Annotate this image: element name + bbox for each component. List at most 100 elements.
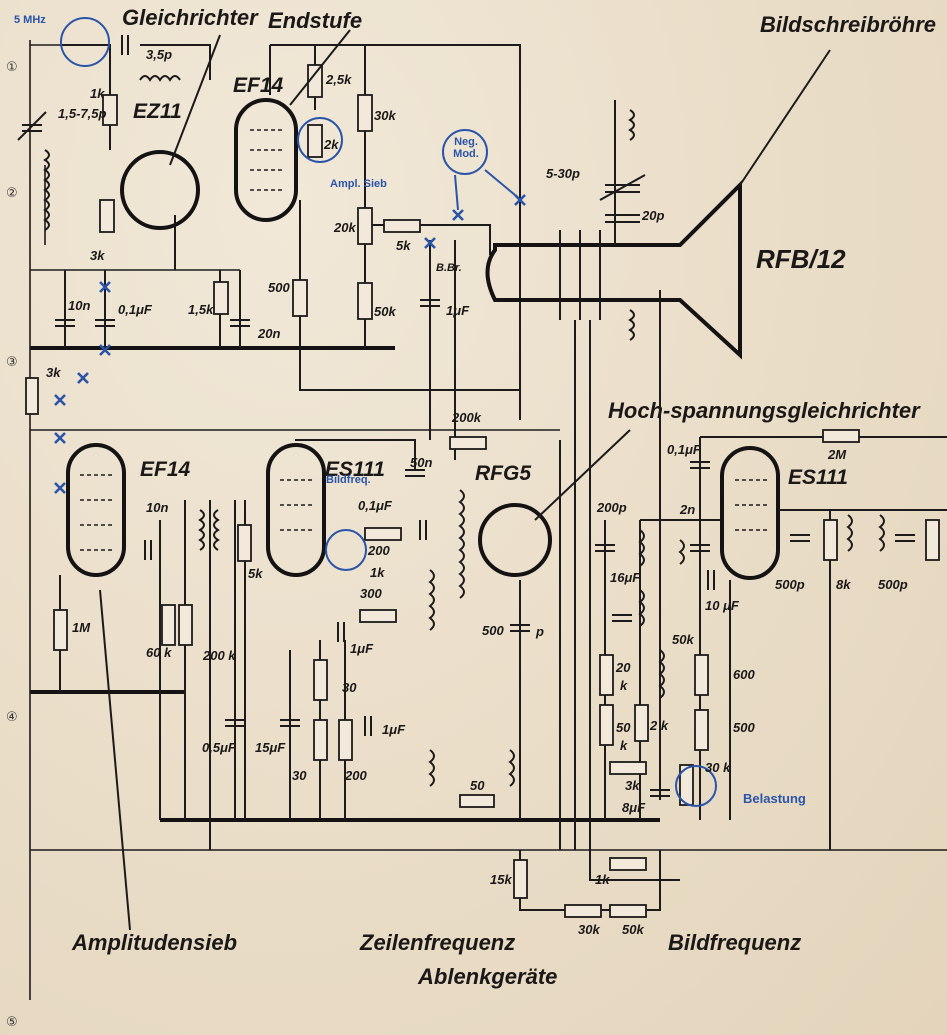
terminal-4: ④ <box>6 710 18 725</box>
resistor-30-a <box>313 659 328 701</box>
value-r-30-a: 30 <box>342 680 357 695</box>
title-amplitudensieb: Amplitudensieb <box>72 930 238 955</box>
value-r-20k: 20k <box>334 220 356 235</box>
value-r-8k: 8k <box>836 577 851 592</box>
value-c-5-30p: 5-30p <box>546 166 580 181</box>
value-r-50k-c: 50 <box>616 720 631 735</box>
value-r-2m: 2M <box>828 447 847 462</box>
capacitor-0-5uf <box>225 719 245 727</box>
resistor-right-edge <box>925 519 940 561</box>
tube-es111-right-grids <box>735 479 768 531</box>
value-r-20k-b-unit: k <box>620 678 628 693</box>
value-r-3k-c: 3k <box>625 778 640 793</box>
tube-ef14-bottom-label: EF14 <box>140 458 191 481</box>
value-r-3k-b: 3k <box>46 365 61 380</box>
value-c-16uf: 16μF <box>610 570 641 585</box>
title-rfb12: RFB/12 <box>756 244 846 274</box>
value-r-50k-d: 50k <box>672 632 694 647</box>
resistor-20k <box>357 207 373 245</box>
coil-out-a <box>846 514 853 552</box>
value-r-2k: 2k <box>324 137 339 152</box>
marker-arrow <box>484 169 516 196</box>
coil-deflect-b <box>508 749 515 787</box>
resistor-30k-c <box>679 764 694 806</box>
annotation-5mhz: 5 MHz <box>14 14 46 26</box>
value-r-5k-a: 5k <box>396 238 411 253</box>
resistor-3k <box>99 199 115 233</box>
wire <box>589 320 680 881</box>
value-r-200k-a: 200k <box>452 410 481 425</box>
capacitor-50n <box>405 469 425 477</box>
title-ablenkgeraete: Ablenkgeräte <box>418 964 558 989</box>
resistor-200k-b <box>178 604 193 646</box>
value-r-30-b: 30 <box>292 768 307 783</box>
coil-line-transformer <box>458 489 465 599</box>
value-r-3k-a: 3k <box>90 248 105 263</box>
value-c-20n: 20n <box>258 326 281 341</box>
capacitor-8uf <box>650 789 670 797</box>
value-c-1uf-b: 1μF <box>350 641 374 656</box>
wire <box>295 439 416 470</box>
value-c-500p-b: 500p <box>775 577 805 592</box>
annotation-bildfreq: Bildfreq. <box>326 474 371 486</box>
resistor-2k-b <box>634 704 649 742</box>
resistor-2m <box>822 429 860 443</box>
leader-hochspannung <box>534 429 631 521</box>
value-c-8uf: 8μF <box>622 800 646 815</box>
resistor-30-b <box>313 719 328 761</box>
value-r-500-a: 500 <box>268 280 290 295</box>
tube-rfg5-label: RFG5 <box>475 462 532 485</box>
resistor-2k <box>307 124 323 158</box>
value-r-30k-c: 30 k <box>705 760 731 775</box>
resistor-600 <box>694 654 709 696</box>
capacitor-1uf-a <box>420 299 440 307</box>
value-r-50k-b: 50k <box>622 922 644 937</box>
wire <box>299 200 520 391</box>
resistor-30k <box>357 94 373 132</box>
resistor-3k-c <box>609 761 647 775</box>
tube-ez11-envelope <box>120 150 200 230</box>
capacitor-500p-b <box>790 534 810 542</box>
value-r-1m: 1M <box>72 620 91 635</box>
coil-out-b <box>878 514 885 552</box>
value-r-1k-b: 1k <box>370 565 385 580</box>
resistor-1k-c <box>609 857 647 871</box>
title-endstufe: Endstufe <box>268 8 363 33</box>
coil-frame-c <box>658 649 665 699</box>
wire <box>270 44 521 420</box>
value-r-30k: 30k <box>374 108 396 123</box>
value-r-15k-b: 15k <box>490 872 512 887</box>
marker-bildfreq-circle <box>325 529 367 571</box>
coil-deflect-a <box>428 749 435 787</box>
resistor-8k <box>823 519 838 561</box>
capacitor-0-1uf-c <box>690 461 710 469</box>
value-r-1-5k: 1,5k <box>188 302 214 317</box>
tube-ef14-bottom-envelope <box>66 443 126 577</box>
resistor-200-b <box>338 719 353 761</box>
value-c-50n: 50n <box>410 455 433 470</box>
value-c-1-5-7-5p: 1,5-7,5p <box>58 106 107 121</box>
resistor-5k <box>383 219 421 233</box>
marker-neg-mod-circle <box>442 129 488 175</box>
tube-rfg5-envelope <box>478 503 552 577</box>
resistor-1m <box>53 609 68 651</box>
tube-ez11-label: EZ11 <box>133 100 182 123</box>
tube-es111-right-label: ES111 <box>788 466 848 489</box>
crt-envelope <box>485 180 742 360</box>
value-c-2n: 2n <box>680 502 696 517</box>
capacitor-500p-a <box>510 624 530 632</box>
value-r-20k-b: 20 <box>616 660 631 675</box>
capacitor-10n-b <box>144 540 152 560</box>
terminal-3: ③ <box>6 355 18 370</box>
coil-ef14-out <box>198 509 205 551</box>
capacitor-16uf <box>612 614 632 622</box>
value-c-10n-b: 10n <box>146 500 169 515</box>
value-r-500-b: 500 <box>733 720 755 735</box>
crt-deflection-wires <box>559 100 616 320</box>
value-r-50: 50 <box>470 778 485 793</box>
tube-ef14-top-label: EF14 <box>233 74 284 97</box>
capacitor-15uf <box>280 719 300 727</box>
coil-crt-bottom <box>628 309 635 341</box>
resistor-5k-b <box>237 524 252 562</box>
